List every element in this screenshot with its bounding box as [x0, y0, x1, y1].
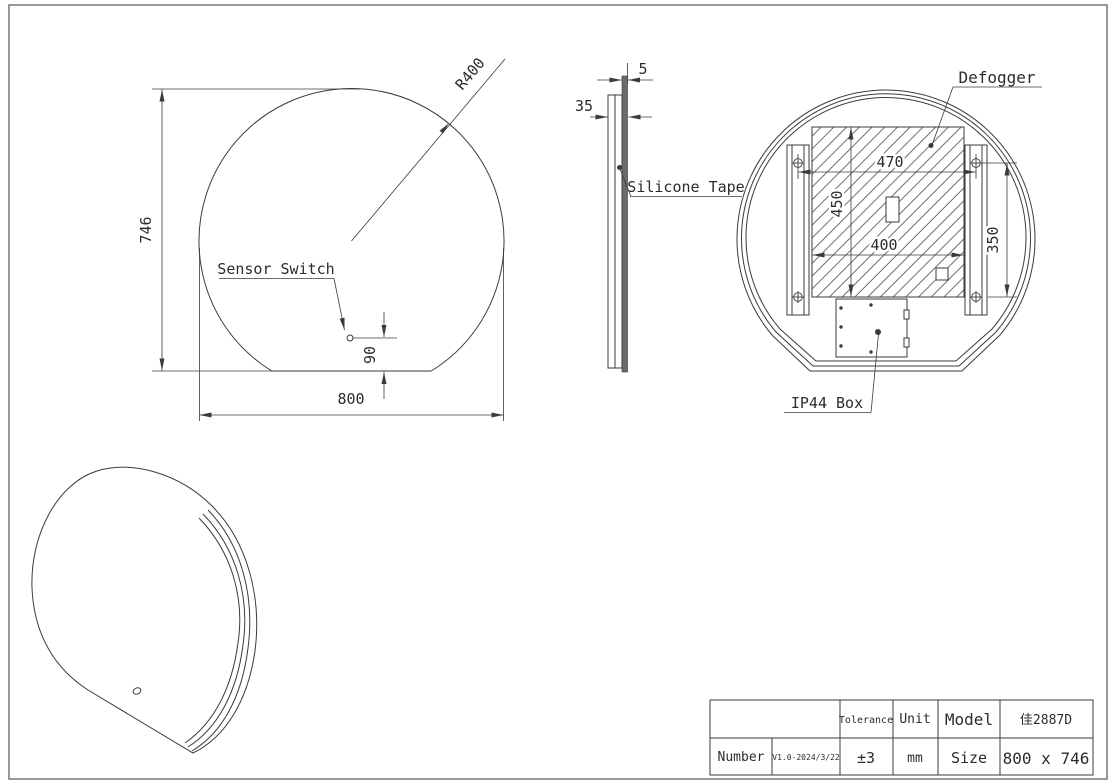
tolerance-value: ±3 [857, 749, 875, 767]
leader-dot [875, 329, 881, 335]
front-height-dim-label: 746 [137, 216, 155, 243]
defogger-width-dimension: 400 [812, 234, 964, 258]
page-border [8, 4, 1108, 780]
box-screw-dots [839, 303, 873, 354]
glass-thickness-dimension: 5 [597, 60, 653, 83]
box-tab [903, 309, 910, 320]
bracket-screws [792, 157, 982, 303]
silicone-tape-label: Silicone Tape [627, 178, 744, 196]
sensor-switch-label: Sensor Switch [217, 260, 334, 278]
leader-dot [928, 143, 934, 148]
screw-icon [792, 157, 804, 169]
radius-dim-label: R400 [452, 54, 489, 93]
frame-depth-dim-label: 35 [575, 97, 593, 115]
glass-thickness-dim-label: 5 [638, 60, 647, 78]
front-width-dim-label: 800 [337, 390, 364, 408]
defogger-height-dimension: 450 [826, 127, 854, 297]
unit-header: Unit [899, 712, 930, 727]
sensor-hole [346, 334, 354, 342]
hanging-slot [885, 196, 900, 223]
sensor-switch-callout: Sensor Switch [217, 260, 345, 331]
front-view: 746 800 90 Sensor Switch R400 [137, 54, 506, 421]
frame-depth-dimension: 35 [575, 97, 652, 120]
isometric-view [31, 466, 258, 754]
bracket-height-dimension: 350 [982, 163, 1010, 297]
model-header: Model [945, 710, 993, 729]
front-height-dimension: 746 [137, 88, 360, 372]
screw-icon [970, 157, 982, 169]
screw-icon [970, 291, 982, 303]
ip44-box [835, 298, 910, 358]
sensor-offset-dimension: 90 [361, 312, 387, 399]
ip44-box-label: IP44 Box [791, 394, 863, 412]
iso-edge-line [187, 513, 246, 748]
number-header: Number [718, 750, 765, 765]
ip44-box-callout: IP44 Box [784, 333, 879, 413]
size-value: 800 x 746 [1003, 749, 1090, 768]
size-header: Size [951, 749, 987, 767]
cable-hole [935, 267, 949, 281]
silicone-tape-callout: Silicone Tape [617, 165, 745, 197]
number-value: V1.0-2024/3/22 [772, 753, 840, 762]
iso-edge-line [191, 509, 251, 752]
defogger-width-dim-label: 400 [870, 236, 897, 254]
defogger-label: Defogger [958, 68, 1035, 87]
back-frame-line-2 [745, 97, 1027, 362]
iso-mirror-outline [31, 466, 258, 754]
unit-value: mm [907, 751, 923, 766]
tolerance-header: Tolerance [839, 715, 893, 726]
front-width-dimension: 800 [199, 248, 504, 421]
box-tab [903, 337, 910, 348]
glass-profile [621, 75, 628, 373]
back-view: 470 450 400 350 De [736, 68, 1042, 413]
model-value: 佳2887D [1020, 713, 1072, 728]
bracket-span-dimension: 470 [798, 151, 976, 175]
mounting-bracket-right [964, 144, 988, 316]
back-frame-line-1 [741, 93, 1031, 367]
title-block-table: Tolerance Unit Model 佳2887D Number V1.0-… [709, 699, 1094, 776]
screw-icon [792, 291, 804, 303]
defogger-callout: Defogger [928, 68, 1042, 148]
radius-arrowhead [439, 123, 449, 134]
defogger-height-dim-label: 450 [828, 190, 846, 217]
iso-edge-line [184, 517, 241, 744]
mirror-front-outline [198, 88, 505, 372]
sensor-offset-dim-label: 90 [361, 346, 379, 364]
leader-dot [617, 165, 622, 170]
iso-sensor-hole [132, 687, 142, 695]
bracket-span-dim-label: 470 [876, 153, 903, 171]
bracket-height-dim-label: 350 [984, 226, 1002, 253]
side-view: 5 35 Silicone Tape [575, 60, 745, 373]
